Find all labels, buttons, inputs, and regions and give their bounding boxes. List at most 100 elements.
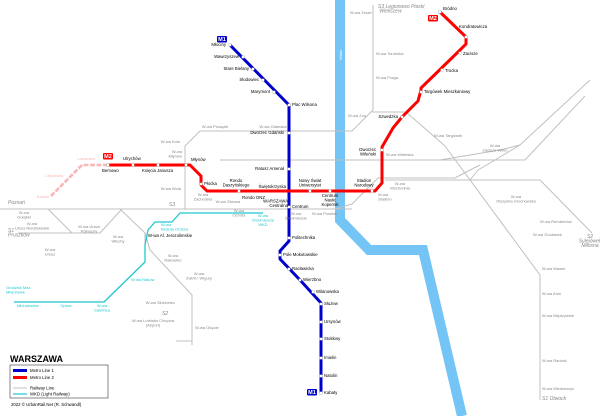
metro1-station-16: [319, 320, 323, 324]
metro1-path: [228, 43, 323, 393]
legend: WARSZAWA Metro Line 1 Metro Line 2 Railw…: [9, 354, 109, 407]
metro2-station-4: [199, 182, 203, 186]
wkd-station-label: Opacz: [60, 303, 72, 308]
metro1-station-14: [311, 290, 315, 294]
m1-north-badge-bg: [217, 36, 227, 43]
metro2-planned-station-label: Karolin: [37, 194, 49, 199]
railway-station-label: W-wa Rembertów: [540, 219, 572, 224]
railway-line-9: [47, 208, 73, 234]
metro1-station-13: [298, 278, 302, 282]
wkd-line: [14, 212, 263, 303]
railway-station-label: W-wa Okęcie: [195, 325, 219, 330]
metro1-station-11: [278, 253, 282, 257]
legend-metro1-swatch: [13, 369, 27, 372]
metro2-station-10: [380, 148, 384, 152]
metro1-station-label: Racławicka: [292, 266, 314, 271]
vistula-river-path: [335, 0, 467, 416]
metro1-station-label: Stare Bielany: [223, 66, 249, 71]
metro1-station-3: [261, 78, 265, 82]
metro1-station-17: [319, 337, 323, 341]
wkd-line-path: [14, 212, 263, 303]
metro1-station-label: Dworzec Gdański: [250, 130, 284, 135]
metro2-planned-station-label: Chrzanów: [45, 173, 63, 178]
metro2-planned-extension: [49, 163, 108, 198]
legend-metro2-swatch: [13, 376, 27, 379]
metro2-station-7: [308, 189, 312, 193]
metro1-station-15: [319, 302, 323, 306]
terminus-label: S2: [162, 311, 168, 317]
railway-line-10: [119, 208, 193, 345]
map-title: WARSZAWA: [10, 354, 63, 364]
metro1-station-label: Wierzbno: [303, 277, 322, 282]
metro1-station-label: Wilanowska: [316, 289, 340, 294]
metro2-station-label: Kondratowicza: [459, 24, 488, 29]
railway-station-label: W-wa Radość: [542, 358, 567, 363]
metro1-station-19: [319, 374, 323, 378]
railway-station-label: W-wa Gdańska: [259, 124, 287, 129]
railway-station-label: W-wa Al. Jerozolimskie: [148, 233, 193, 238]
metro2-station-label: Szwedzka: [378, 114, 398, 119]
metro1-station-18: [319, 356, 323, 360]
metro2-station-label: Bemowo: [102, 168, 119, 173]
railway-station-label: W-wa Anin: [542, 291, 561, 296]
metro2-station-9: [370, 189, 374, 193]
legend-wkd-label: WKD (Light Railway): [30, 392, 70, 397]
metro2-station-2: [156, 163, 160, 167]
metro1-station-label: Imielin: [324, 355, 337, 360]
metro2-path: [108, 10, 468, 193]
metro2-station-label: Bródno: [443, 6, 457, 11]
railway-station-label: W-wa Targówek: [434, 133, 462, 138]
metro1-station-20: [319, 391, 323, 395]
railway-station-label: W-wa Lotnisko Chopina(Airport): [132, 318, 175, 328]
metro1-station-label: Ursynów: [324, 319, 342, 324]
railway-station-label: W-wa Żerań: [350, 10, 372, 15]
m2-west-badge-bg: [103, 153, 113, 160]
legend-metro1-label: Metro Line 1: [30, 368, 54, 373]
metro-line-2[interactable]: [106, 10, 468, 193]
metro2-station-3: [184, 163, 188, 167]
railway-line-4: [469, 79, 591, 181]
metro1-station-label: Wawrzyszew: [214, 54, 240, 59]
metro1-station-4: [272, 90, 276, 94]
wkd-station-label: Grodzisk Maz.Milanówek: [6, 285, 32, 295]
metro1-station-label: Świętokrzyska: [259, 184, 287, 189]
terminus-label: S1 Otwock: [542, 396, 567, 402]
railway-station-label: W-wa Główna: [216, 199, 242, 204]
metro1-station-label: Pole Mokotowskie: [283, 252, 318, 257]
metro2-station-label: Płocka: [204, 181, 218, 186]
metro2-station-label: Trocka: [445, 68, 459, 73]
m1-south-badge-bg: [307, 389, 317, 396]
railway-station-label: W-wa Wola: [161, 186, 182, 191]
metro2-planned-path: [49, 163, 108, 198]
metro-line-1[interactable]: [228, 43, 323, 395]
metro2-station-5: [237, 189, 241, 193]
railway-station-label: W-wa Koło: [161, 139, 181, 144]
metro2-station-label: Targówek Mieszkaniowy: [424, 89, 471, 94]
railway-line-0: [184, 5, 374, 209]
m1-north-badge: M1: [218, 37, 226, 43]
railway-station-label: W-wa Zoo: [348, 113, 367, 118]
wkd-station-label: Michałowice: [17, 303, 40, 308]
railway-line-6: [220, 95, 586, 161]
metro2-station-13: [440, 68, 444, 72]
metro2-station-label: Młynów: [191, 157, 206, 162]
metro1-station-label: Natolin: [324, 373, 338, 378]
vistula-river: Wisła: [335, 0, 467, 416]
m2-north-badge: M2: [429, 16, 437, 22]
railway-station-label: W-wa Toruńska: [376, 51, 404, 56]
